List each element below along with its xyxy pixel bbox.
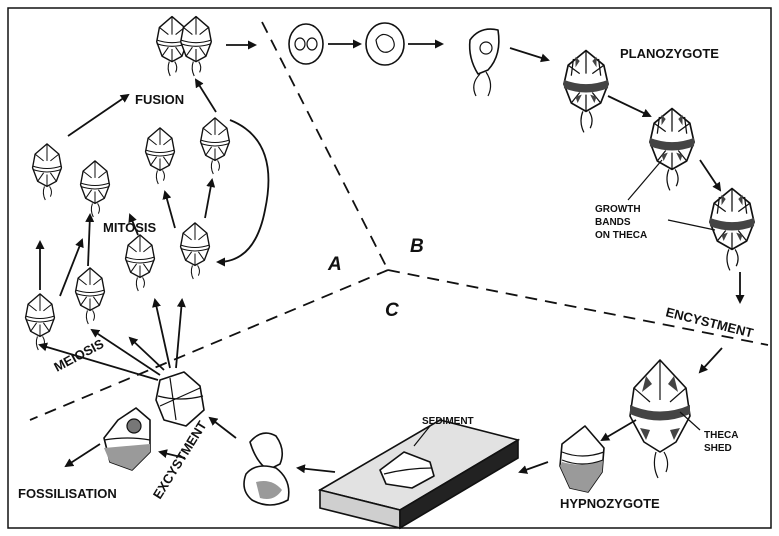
- sediment-label: SEDIMENT: [422, 416, 474, 427]
- growth-bands-label-1: GROWTH: [595, 204, 641, 215]
- hypnozygote-cyst: [559, 425, 605, 493]
- section-c-label: C: [385, 300, 399, 321]
- planozygote-label: PLANOZYGOTE: [620, 46, 719, 61]
- section-dividers: [29, 21, 769, 421]
- fossilisation-label: FOSSILISATION: [18, 486, 117, 501]
- emerging-cell: [155, 371, 205, 427]
- arrow-excystment-to-cell: [208, 416, 237, 439]
- planozygote-cells: [563, 49, 755, 272]
- frame: [7, 7, 772, 529]
- growth-bands-label-3: ON THECA: [595, 230, 647, 241]
- encystment-label: ENCYSTMENT: [664, 304, 755, 340]
- section-b-label: B: [410, 236, 424, 257]
- fusing-cells: [155, 15, 213, 77]
- arrow-to-sediment: [518, 461, 549, 474]
- arrow-to-hypnozygote: [600, 419, 637, 442]
- arrows-region-a: [35, 78, 270, 381]
- fusion-label: FUSION: [135, 92, 184, 107]
- excystment-label: EXCYSTMENT: [150, 418, 210, 501]
- fossil-cyst: [103, 407, 151, 471]
- theca-shed-label-2: SHED: [704, 443, 732, 454]
- growth-bands-pointers: [627, 159, 716, 231]
- arrow-to-excysted: [296, 464, 336, 474]
- sediment-block: [317, 419, 521, 530]
- arrow-to-fossil-cyst: [158, 449, 186, 459]
- meiosis-label: MEIOSIS: [51, 336, 106, 375]
- theca-shed-label-1: THECA: [704, 430, 738, 441]
- gamete-sequence: [288, 22, 550, 97]
- excysting-cyst: [243, 432, 290, 506]
- arrows-region-b: [607, 95, 745, 304]
- theca-shedding-cell: [629, 359, 701, 479]
- mitosis-label: MITOSIS: [103, 220, 157, 235]
- arrow-to-fossilisation: [64, 443, 101, 468]
- arrow-to-theca-shed: [698, 347, 723, 374]
- section-a-label: A: [327, 254, 342, 275]
- hypnozygote-label: HYPNOZYGOTE: [560, 496, 660, 511]
- growth-bands-label-2: BANDS: [595, 217, 631, 228]
